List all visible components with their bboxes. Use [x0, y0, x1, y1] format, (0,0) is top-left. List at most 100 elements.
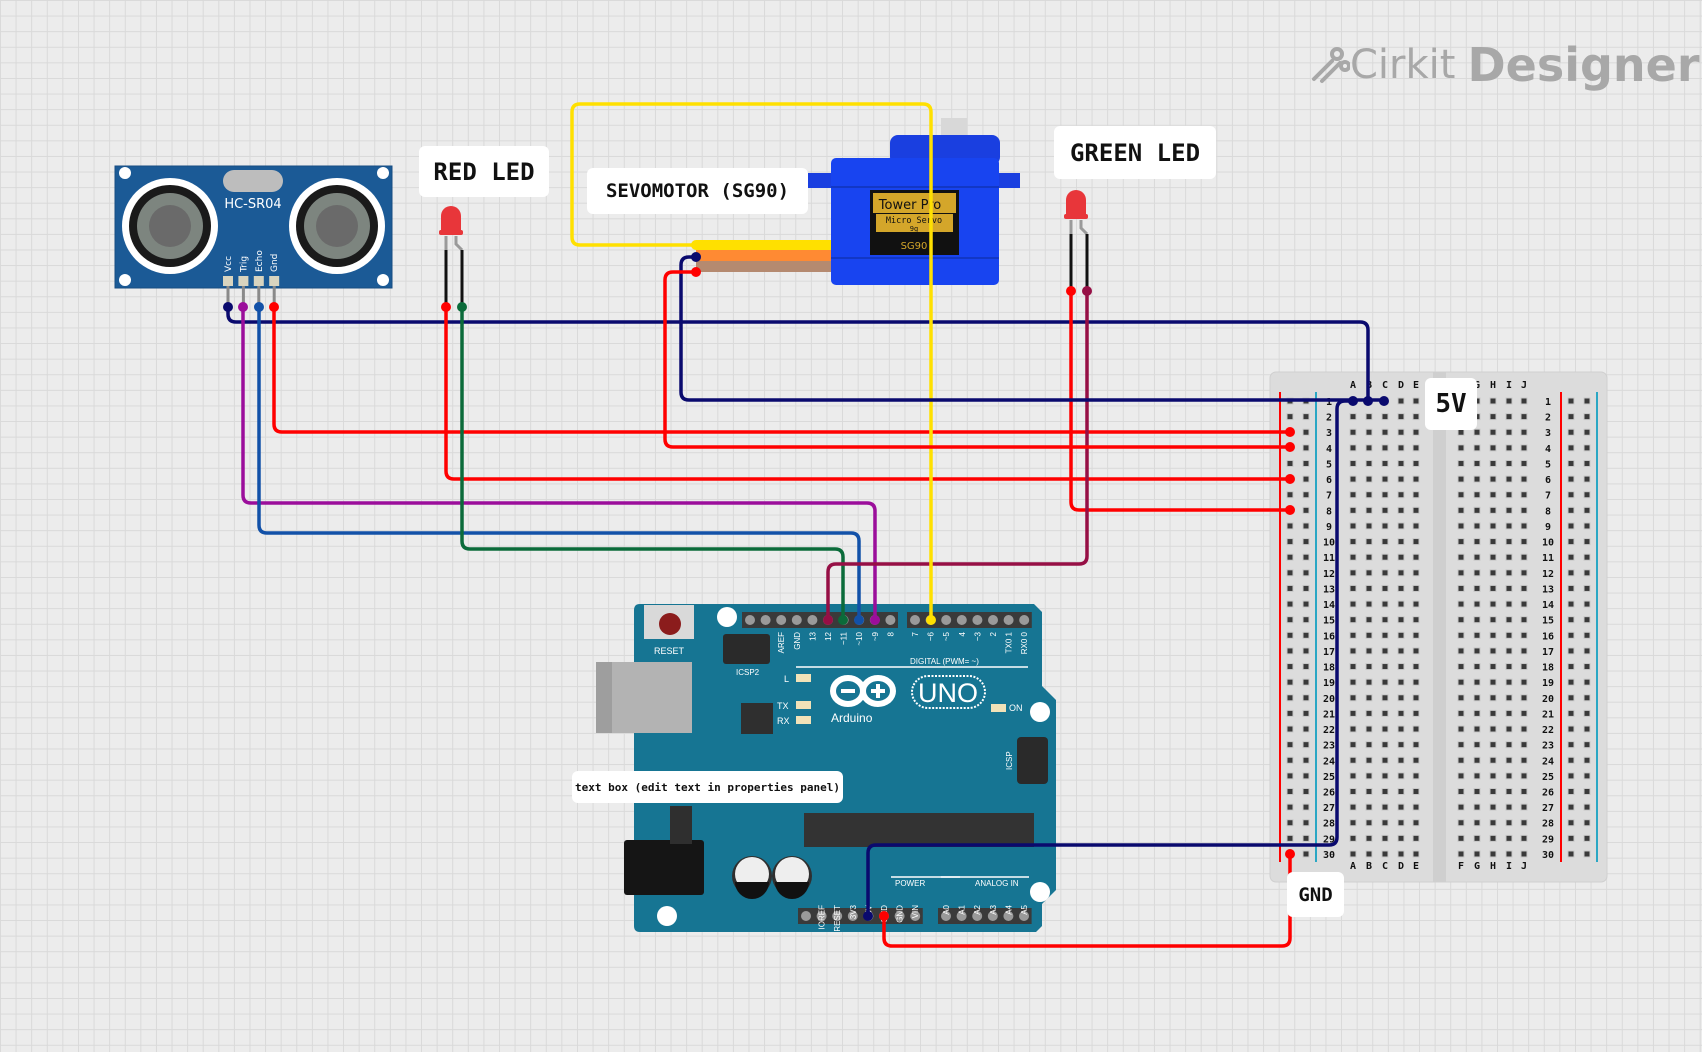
breadboard-hole[interactable] [1397, 803, 1405, 811]
breadboard-hole[interactable] [1583, 850, 1591, 858]
breadboard-hole[interactable] [1397, 647, 1405, 655]
breadboard-hole[interactable] [1489, 819, 1497, 827]
breadboard-hole[interactable] [1505, 834, 1513, 842]
breadboard-hole[interactable] [1520, 678, 1528, 686]
breadboard-hole[interactable] [1397, 772, 1405, 780]
breadboard-hole[interactable] [1302, 819, 1310, 827]
wire-endpoint[interactable] [1363, 396, 1373, 406]
breadboard-hole[interactable] [1365, 694, 1373, 702]
breadboard-hole[interactable] [1520, 631, 1528, 639]
breadboard-hole[interactable] [1567, 772, 1575, 780]
wire-endpoint[interactable] [870, 615, 880, 625]
breadboard-hole[interactable] [1489, 647, 1497, 655]
breadboard-hole[interactable] [1302, 459, 1310, 467]
breadboard-hole[interactable] [1349, 725, 1357, 733]
sensor-pin[interactable] [253, 276, 264, 286]
breadboard-hole[interactable] [1567, 850, 1575, 858]
breadboard-hole[interactable] [1567, 788, 1575, 795]
breadboard-hole[interactable] [1381, 663, 1389, 671]
breadboard-hole[interactable] [1381, 491, 1389, 499]
breadboard-hole[interactable] [1381, 459, 1389, 467]
breadboard-hole[interactable] [1505, 772, 1513, 780]
header-pin[interactable] [956, 615, 967, 625]
breadboard-hole[interactable] [1412, 741, 1420, 749]
sg90-servo[interactable]: Tower Pro Micro Servo 9g SG90 [696, 118, 1020, 285]
breadboard-hole[interactable] [1583, 725, 1591, 733]
breadboard-hole[interactable] [1583, 819, 1591, 827]
breadboard-hole[interactable] [1489, 803, 1497, 811]
breadboard-hole[interactable] [1457, 584, 1465, 592]
breadboard-hole[interactable] [1397, 584, 1405, 592]
wire-endpoint[interactable] [1285, 849, 1295, 859]
breadboard-hole[interactable] [1583, 444, 1591, 452]
breadboard-hole[interactable] [1302, 444, 1310, 452]
wire-endpoint[interactable] [1379, 396, 1389, 406]
breadboard-hole[interactable] [1583, 428, 1591, 436]
header-pin[interactable] [988, 615, 998, 625]
breadboard-hole[interactable] [1567, 522, 1575, 530]
breadboard-hole[interactable] [1365, 647, 1373, 655]
breadboard-hole[interactable] [1397, 741, 1405, 749]
breadboard-hole[interactable] [1567, 834, 1575, 842]
breadboard-hole[interactable] [1567, 803, 1575, 811]
breadboard-hole[interactable] [1365, 444, 1373, 452]
breadboard-hole[interactable] [1457, 694, 1465, 702]
header-pin[interactable] [972, 615, 983, 625]
wire-endpoint[interactable] [1348, 396, 1358, 406]
breadboard-hole[interactable] [1520, 741, 1528, 749]
breadboard-hole[interactable] [1412, 444, 1420, 452]
breadboard-hole[interactable] [1381, 772, 1389, 780]
breadboard-hole[interactable] [1286, 788, 1294, 795]
breadboard-hole[interactable] [1489, 616, 1497, 624]
wire-endpoint[interactable] [269, 302, 279, 312]
breadboard-hole[interactable] [1302, 584, 1310, 592]
breadboard-hole[interactable] [1349, 850, 1357, 858]
breadboard-hole[interactable] [1489, 772, 1497, 780]
breadboard-hole[interactable] [1583, 709, 1591, 717]
breadboard-hole[interactable] [1505, 616, 1513, 624]
breadboard-hole[interactable] [1473, 834, 1481, 842]
breadboard-hole[interactable] [1412, 413, 1420, 421]
breadboard-hole[interactable] [1457, 444, 1465, 452]
wire-servo-gnd-to-rail[interactable] [663, 270, 1292, 449]
breadboard-hole[interactable] [1583, 678, 1591, 686]
breadboard-hole[interactable] [1583, 616, 1591, 624]
breadboard-hole[interactable] [1489, 506, 1497, 514]
breadboard-hole[interactable] [1505, 397, 1513, 405]
breadboard-hole[interactable] [1349, 631, 1357, 639]
breadboard-hole[interactable] [1349, 834, 1357, 842]
breadboard-hole[interactable] [1505, 741, 1513, 749]
green-led[interactable] [1064, 190, 1089, 291]
breadboard-hole[interactable] [1349, 709, 1357, 717]
header-pin[interactable] [1019, 615, 1030, 625]
breadboard-hole[interactable] [1520, 600, 1528, 608]
breadboard-hole[interactable] [1583, 506, 1591, 514]
breadboard-hole[interactable] [1397, 756, 1405, 764]
breadboard-hole[interactable] [1302, 413, 1310, 421]
breadboard-hole[interactable] [1583, 522, 1591, 530]
breadboard-hole[interactable] [1397, 444, 1405, 452]
header-pin[interactable] [816, 911, 827, 921]
breadboard-hole[interactable] [1286, 741, 1294, 749]
breadboard-hole[interactable] [1567, 506, 1575, 514]
breadboard-hole[interactable] [1302, 772, 1310, 780]
breadboard-hole[interactable] [1302, 803, 1310, 811]
wire-endpoint[interactable] [838, 615, 848, 625]
wire-green-led-anode-to-d12[interactable] [826, 289, 1089, 622]
breadboard-hole[interactable] [1520, 834, 1528, 842]
breadboard-hole[interactable] [1302, 600, 1310, 608]
breadboard-hole[interactable] [1520, 428, 1528, 436]
wire-endpoint[interactable] [879, 911, 889, 921]
header-pin[interactable] [1003, 615, 1014, 625]
header-pin[interactable] [760, 615, 771, 625]
breadboard-hole[interactable] [1567, 584, 1575, 592]
breadboard-hole[interactable] [1349, 584, 1357, 592]
green-led-label[interactable]: GREEN LED [1054, 126, 1216, 179]
breadboard-hole[interactable] [1286, 834, 1294, 842]
breadboard-hole[interactable] [1412, 616, 1420, 624]
breadboard-hole[interactable] [1505, 538, 1513, 546]
breadboard-hole[interactable] [1365, 834, 1373, 842]
breadboard-hole[interactable] [1505, 663, 1513, 671]
breadboard-hole[interactable] [1583, 538, 1591, 546]
breadboard-hole[interactable] [1397, 725, 1405, 733]
